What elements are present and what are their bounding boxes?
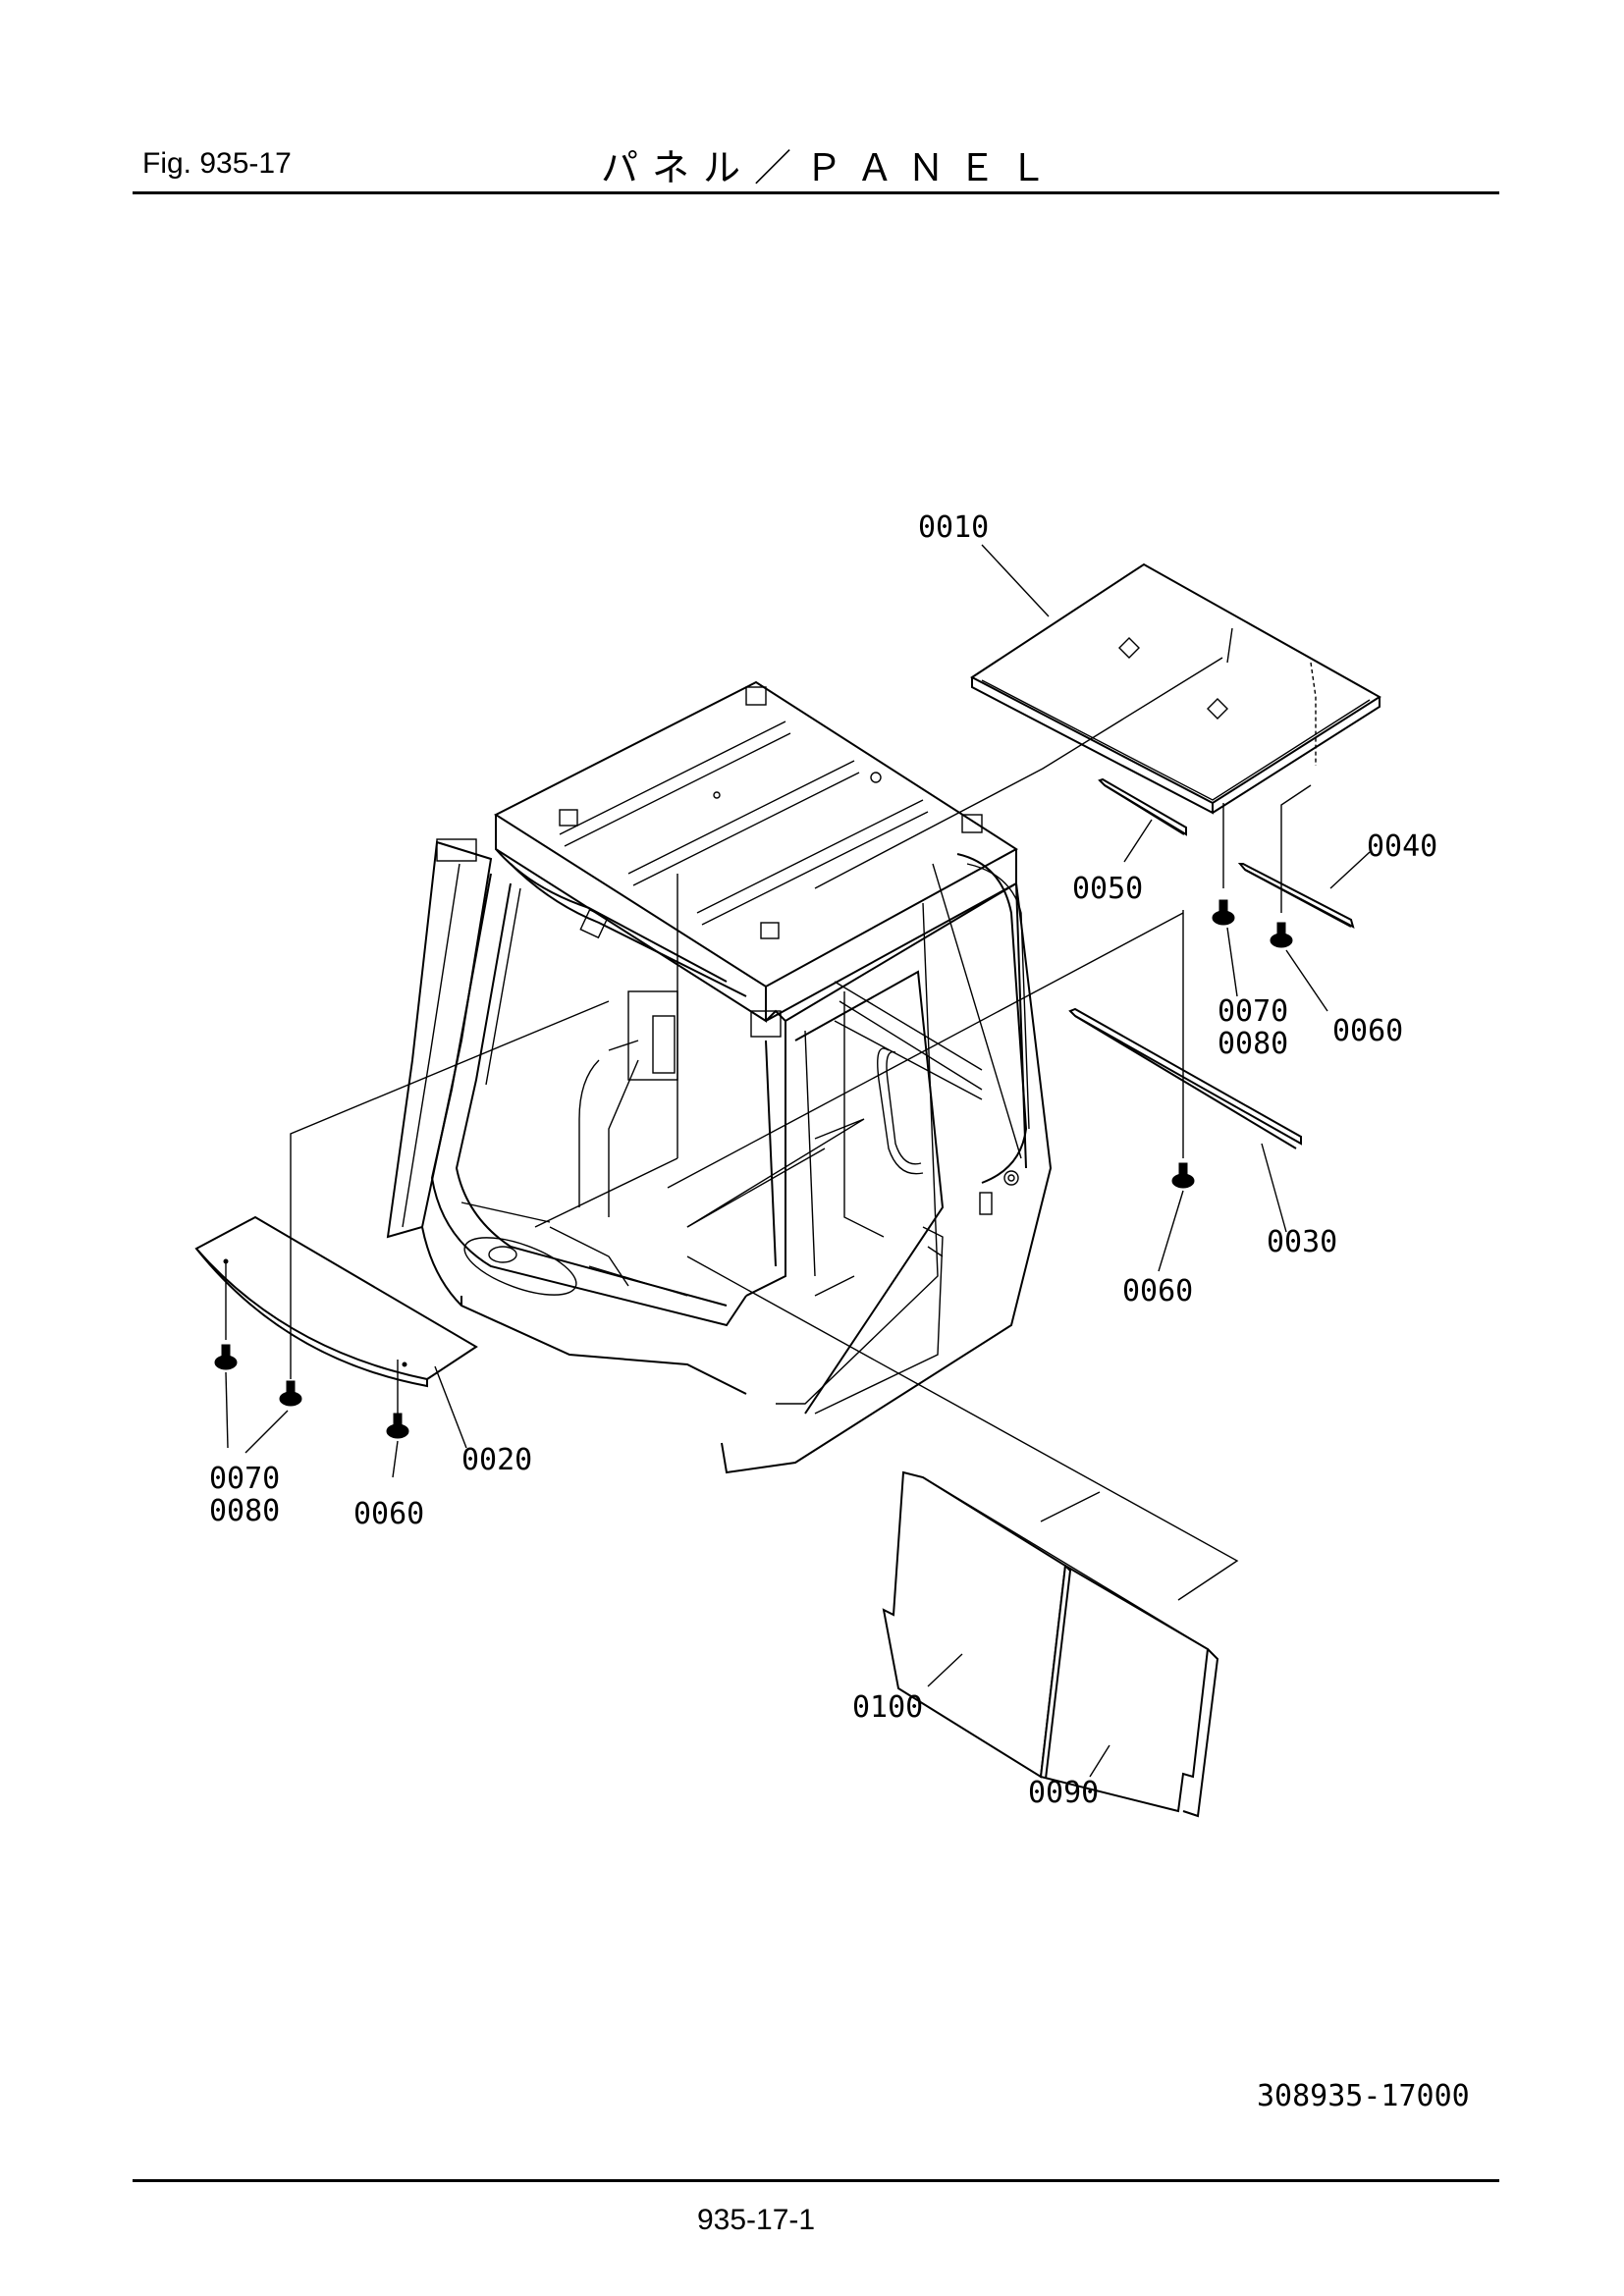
part-0030-strip xyxy=(1068,1007,1302,1149)
callout-0070: 0070 xyxy=(1218,994,1288,1029)
page-title: パネル／ＰＡＮＥＬ xyxy=(601,146,1061,189)
callout-0100: 0100 xyxy=(852,1690,923,1725)
callout-0060: 0060 xyxy=(1332,1014,1403,1048)
bolt-icon xyxy=(1270,922,1293,948)
callout-0040: 0040 xyxy=(1367,829,1437,864)
callout-0080: 0080 xyxy=(209,1494,280,1528)
bolts xyxy=(214,899,1293,1439)
callout-0020: 0020 xyxy=(461,1443,532,1477)
bolt-icon xyxy=(214,1344,238,1370)
header-rule xyxy=(133,191,1499,194)
assembly-lines xyxy=(225,657,1312,1601)
bolt-icon xyxy=(386,1413,409,1439)
part-0040-strip xyxy=(1237,863,1355,929)
callout-0090: 0090 xyxy=(1028,1776,1099,1810)
part-0010-roof-panel xyxy=(970,562,1381,815)
leader-lines xyxy=(225,544,1371,1778)
document-code: 308935-17000 xyxy=(1257,2079,1470,2113)
bolt-icon xyxy=(1212,899,1235,926)
cab-frame xyxy=(386,680,1053,1474)
callout-0080: 0080 xyxy=(1218,1027,1288,1061)
callout-0050: 0050 xyxy=(1072,872,1143,906)
bolt-icon xyxy=(1171,1162,1195,1189)
part-0050-strip xyxy=(1098,777,1187,836)
part-0020-front-panel xyxy=(194,1215,478,1388)
figure-reference: Fig. 935-17 xyxy=(142,147,292,180)
callout-0060: 0060 xyxy=(353,1497,424,1531)
callout-labels: 0010 0050 0040 0070 0080 0060 0030 0060 … xyxy=(209,510,1437,1810)
bolt-icon xyxy=(279,1380,302,1407)
callout-0070: 0070 xyxy=(209,1462,280,1496)
callout-0010: 0010 xyxy=(918,510,989,545)
footer-rule xyxy=(133,2179,1499,2182)
part-0090-0100-rear-panels xyxy=(882,1470,1219,1818)
callout-0060: 0060 xyxy=(1122,1274,1193,1308)
callout-0030: 0030 xyxy=(1267,1225,1337,1259)
page-number: 935-17-1 xyxy=(697,2204,816,2236)
